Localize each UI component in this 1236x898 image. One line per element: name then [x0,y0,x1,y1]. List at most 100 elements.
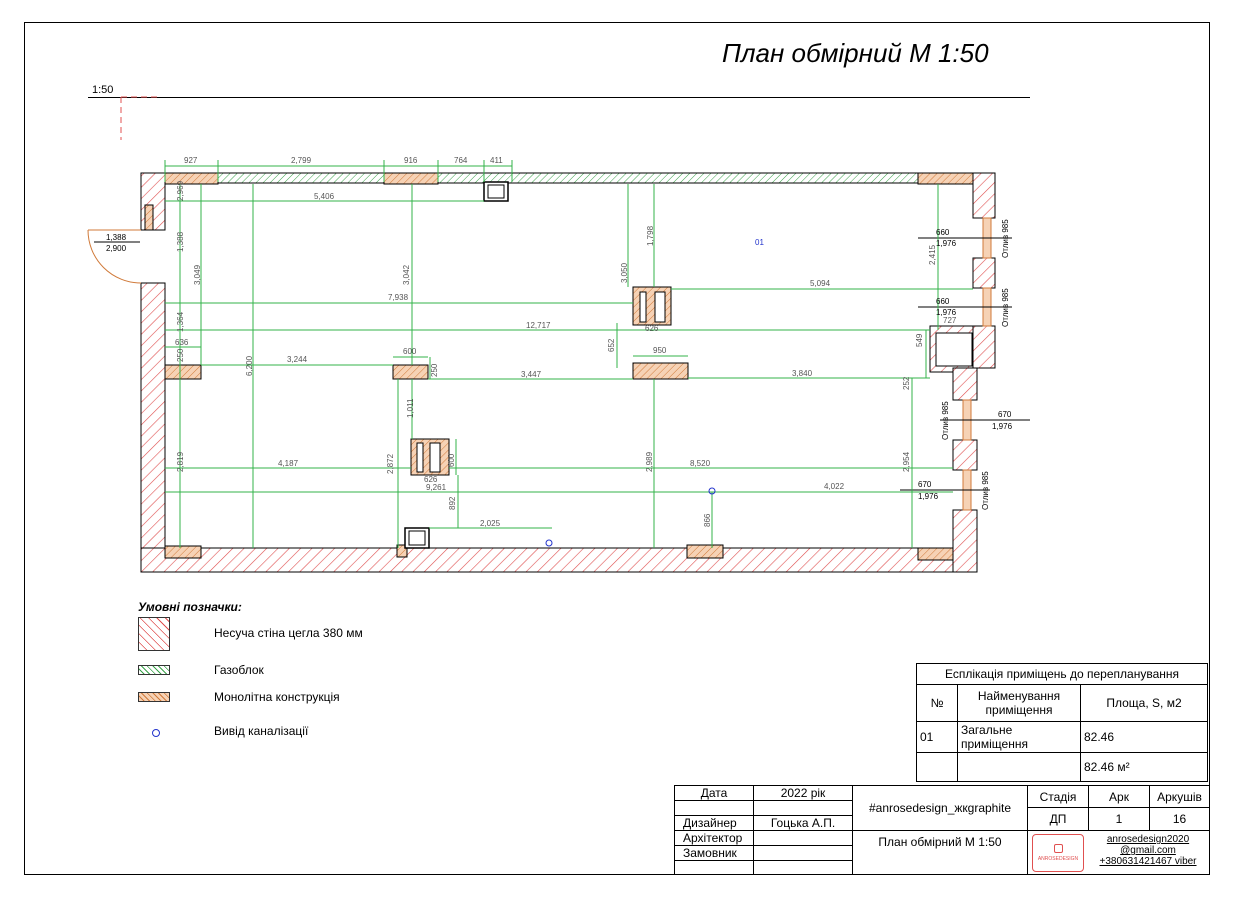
window-3-width: 670 [998,410,1012,419]
window-3-height: 1,976 [992,422,1013,431]
dim-6200: 6,200 [245,355,254,376]
windows [900,217,1030,511]
window-1-sill: Отлив 985 [1001,219,1010,258]
door-width: 1,388 [106,233,127,242]
dim-250b: 250 [430,363,439,377]
dim-866: 866 [703,513,712,527]
legend-gasblock-swatch [138,665,170,675]
explication-col-name: Найменування приміщення [957,684,1081,722]
stamp-sheet-label: Арк [1088,785,1150,808]
explication-col-no: № [916,684,958,722]
stamp-client-label: Замовник [674,845,754,861]
shafts [404,181,509,549]
scale-marker [120,96,160,140]
stamp-sheets-label: Аркушів [1149,785,1210,808]
dim-250: 250 [176,348,185,362]
window-4-sill: Отлив 985 [981,471,990,510]
contact-email-user[interactable]: anrosedesign2020 [1106,834,1190,845]
dim-2872: 2,872 [386,453,395,474]
explication-total: 82.46 м² [1080,752,1208,782]
dim-626a: 626 [645,324,659,333]
gasblock-wall [164,172,974,184]
dim-2819: 2,819 [176,451,185,472]
dim-3042: 3,042 [402,264,411,285]
stamp-sheets: 16 [1149,807,1210,831]
door-height: 2,900 [106,244,127,253]
dim-600b: 600 [447,453,456,467]
stamp-sheet-title: План обмірний М 1:50 [852,830,1028,875]
stamp-stage: ДП [1027,807,1089,831]
drain-outlet [545,539,553,547]
window-3-sill: Отлив 985 [941,401,950,440]
dim-2415: 2,415 [928,244,937,265]
stamp-architect-label: Архітектор [674,830,754,846]
dim-3840: 3,840 [792,369,813,378]
stamp-designer-label: Дизайнер [674,815,754,831]
stamp-year: 2022 рік [753,785,853,801]
contact-email-domain[interactable]: @gmail.com [1120,845,1176,856]
stamp-contact: anrosedesign2020 @gmail.com +38063142146… [1086,834,1210,867]
drawing-title: План обмірний М 1:50 [722,38,989,68]
dim-top-2: 2,799 [291,156,312,165]
explication-col-area: Площа, S, м2 [1080,684,1208,722]
legend-drain-icon [152,729,160,737]
dim-top-4: 764 [454,156,468,165]
legend-gasblock-label: Газоблок [214,663,264,677]
dim-3049: 3,049 [193,264,202,285]
legend-monolith-label: Монолітна конструкція [214,690,340,704]
window-2-width: 660 [936,297,950,306]
dim-2954: 2,954 [902,451,911,472]
scale-label: 1:50 [92,84,114,96]
stamp-sheet: 1 [1088,807,1150,831]
title-underline [88,97,1030,98]
window-4-height: 1,976 [918,492,939,501]
window-1-height: 1,976 [936,239,957,248]
dim-top-5: 411 [490,156,503,165]
dim-549: 549 [915,333,924,347]
explication-row-no: 01 [916,721,958,753]
legend-brick-swatch [138,617,170,651]
dim-3244: 3,244 [287,355,308,364]
entrance-door [87,204,154,284]
drawing-frame [24,22,1210,875]
dimension-lines [164,160,973,548]
window-1-width: 660 [936,228,950,237]
brand-logo-text: ANROSEDESIGN [1037,856,1079,862]
window-2-sill: Отлив 985 [1001,288,1010,327]
dim-950: 950 [653,346,667,355]
explication-row-area: 82.46 [1080,721,1208,753]
dim-1364: 1,364 [176,311,185,332]
dim-top-3: 916 [404,156,418,165]
stamp-hashtag: #anrosedesign_жкgraphite [852,785,1028,831]
dim-1798: 1,798 [646,225,655,246]
dim-252: 252 [902,376,911,390]
instagram-icon [1053,844,1063,853]
title-block: Дата 2022 рік Дизайнер Гоцька А.П. Архіт… [674,785,1210,875]
dim-636: 636 [175,338,189,347]
legend-monolith-swatch [138,692,170,702]
dim-9261: 9,261 [426,483,447,492]
dim-3050: 3,050 [620,262,629,283]
dim-600a: 600 [403,347,417,356]
legend-title: Умовні позначки: [138,600,242,614]
dim-652: 652 [607,338,616,352]
drain-outlet [708,487,716,495]
dim-727: 727 [943,316,957,325]
legend-brick-label: Несуча стіна цегла 380 мм [214,626,363,640]
dim-892: 892 [448,496,457,510]
stamp-designer: Гоцька А.П. [753,815,853,831]
room-label: 01 [755,238,764,247]
window-2-height: 1,976 [936,308,957,317]
dim-2025: 2,025 [480,519,501,528]
bearing-walls [140,172,996,573]
window-4-width: 670 [918,480,932,489]
contact-phone[interactable]: +380631421467 viber [1099,856,1197,867]
explication-title: Есплікація приміщень до перепланування [916,663,1208,685]
monolith-columns [164,172,974,561]
dim-2969: 2,969 [176,180,185,201]
dim-626b: 626 [424,475,438,484]
stamp-date-label: Дата [674,785,754,801]
explication-table: Есплікація приміщень до перепланування №… [916,663,1208,782]
dim-12717: 12,717 [526,321,551,330]
dim-1011: 1,011 [406,398,415,418]
